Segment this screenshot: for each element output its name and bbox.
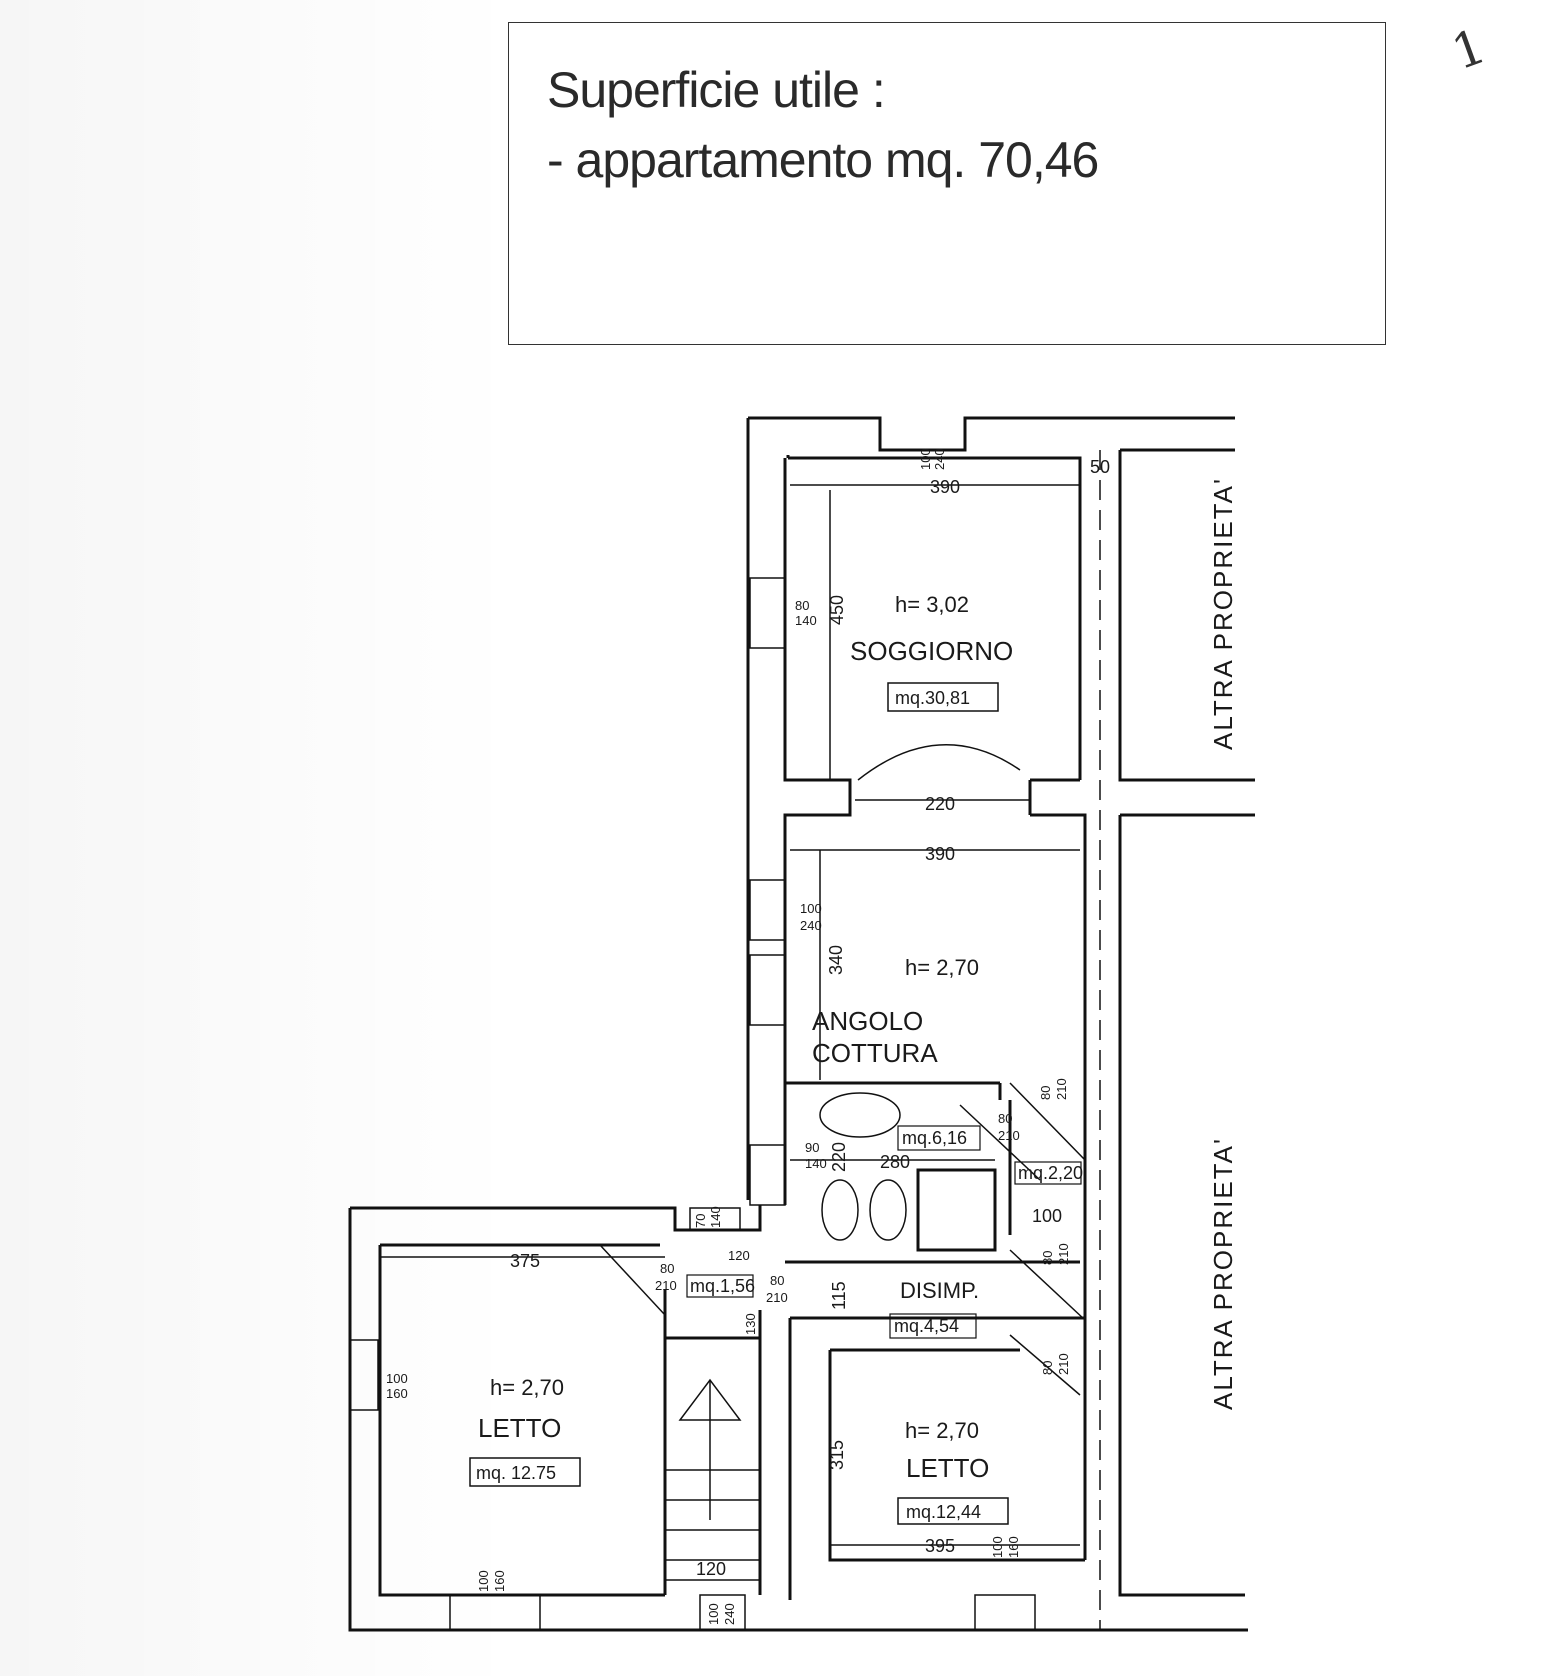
page-mark: 1 <box>1445 18 1493 81</box>
letto-dx-label: LETTO <box>906 1453 989 1483</box>
dim-210-f: 210 <box>1056 1353 1071 1375</box>
dim-220-v: 220 <box>829 1142 849 1172</box>
scan-shadow <box>0 0 520 1676</box>
dim-80-b1: 80 <box>1038 1086 1053 1100</box>
cucina-label-1: ANGOLO <box>812 1006 923 1036</box>
dim-100-top: 100 <box>918 448 933 470</box>
dim-315: 315 <box>827 1440 847 1470</box>
dim-210-e: 210 <box>766 1290 788 1305</box>
dim-120-bottom: 120 <box>696 1559 726 1579</box>
soggiorno-area: mq.30,81 <box>895 688 970 708</box>
letto-dx-height: h= 2,70 <box>905 1418 979 1443</box>
letto-dx-area: mq.12,44 <box>906 1502 981 1522</box>
dim-100-mid: 100 <box>800 901 822 916</box>
dim-220: 220 <box>925 794 955 814</box>
dim-140-c: 140 <box>708 1206 723 1228</box>
dim-50: 50 <box>1090 457 1110 477</box>
dim-100: 100 <box>1032 1206 1062 1226</box>
dim-240-d: 240 <box>722 1603 737 1625</box>
dim-210-c: 210 <box>1056 1243 1071 1265</box>
dim-390-mid: 390 <box>925 844 955 864</box>
dim-240-top: 240 <box>932 448 947 470</box>
disimpegno-area-box <box>889 1313 977 1339</box>
letto-sx-label: LETTO <box>478 1413 561 1443</box>
dim-90: 90 <box>805 1140 819 1155</box>
disimpegno-label: DISIMP. <box>900 1278 979 1303</box>
dim-210-d: 210 <box>655 1278 677 1293</box>
dim-80-e: 80 <box>770 1273 784 1288</box>
dim-375: 375 <box>510 1251 540 1271</box>
summary-title: Superficie utile : <box>547 62 886 118</box>
dim-115: 115 <box>829 1281 849 1310</box>
dim-395: 395 <box>925 1536 955 1556</box>
dim-70: 70 <box>693 1214 708 1228</box>
soggiorno-label: SOGGIORNO <box>850 636 1013 666</box>
dim-80-c: 80 <box>1040 1251 1055 1265</box>
dim-100-c: 100 <box>476 1570 491 1592</box>
plan-details <box>349 450 1101 1631</box>
dim-100-a: 100 <box>386 1371 408 1386</box>
dim-100-b: 100 <box>990 1536 1005 1558</box>
dim-160-b: 160 <box>1006 1536 1021 1558</box>
dim-450: 450 <box>827 595 847 625</box>
letto-sx-height: h= 2,70 <box>490 1375 564 1400</box>
dim-210-b1: 210 <box>1054 1078 1069 1100</box>
dim-210-b2: 210 <box>998 1128 1020 1143</box>
cucina-height: h= 2,70 <box>905 955 979 980</box>
ripostiglio-area-box <box>1014 1161 1082 1185</box>
dim-160-c: 160 <box>492 1570 507 1592</box>
dim-280: 280 <box>880 1152 910 1172</box>
dim-340: 340 <box>826 945 846 975</box>
dim-160-a: 160 <box>386 1386 408 1401</box>
dim-240-mid: 240 <box>800 918 822 933</box>
surface-summary-box: Superficie utile : - appartamento mq. 70… <box>508 22 1386 345</box>
dim-390-top: 390 <box>930 477 960 497</box>
ripostiglio-area: mq.2,20 <box>1018 1163 1083 1183</box>
side-label-bottom: ALTRA PROPRIETA' <box>1208 1137 1238 1410</box>
dim-80-f: 80 <box>1040 1361 1055 1375</box>
side-label-top: ALTRA PROPRIETA' <box>1208 477 1238 750</box>
bagno-area-box <box>897 1125 981 1151</box>
letto-sx-area-box <box>469 1457 581 1487</box>
soggiorno-area-box <box>887 682 999 712</box>
soggiorno-height: h= 3,02 <box>895 592 969 617</box>
disimpegno-small-area: mq.1,56 <box>690 1276 755 1296</box>
cucina-label-2: COTTURA <box>812 1038 938 1068</box>
bagno-area: mq.6,16 <box>902 1128 967 1148</box>
dim-80-d: 80 <box>660 1261 674 1276</box>
letto-dx-area-box <box>897 1497 1009 1525</box>
dim-140-a: 140 <box>795 613 817 628</box>
letto-sx-area: mq. 12.75 <box>476 1463 556 1483</box>
dim-100-d: 100 <box>706 1603 721 1625</box>
disimpegno-area: mq.4,54 <box>894 1316 959 1336</box>
dim-120-top: 120 <box>728 1248 750 1263</box>
dim-140-b: 140 <box>805 1156 827 1171</box>
dim-80-a: 80 <box>795 598 809 613</box>
dim-130: 130 <box>743 1313 758 1335</box>
disimpegno-small-area-box <box>686 1274 754 1298</box>
dim-80-b2: 80 <box>998 1111 1012 1126</box>
summary-apartment-area: - appartamento mq. 70,46 <box>547 132 1099 188</box>
